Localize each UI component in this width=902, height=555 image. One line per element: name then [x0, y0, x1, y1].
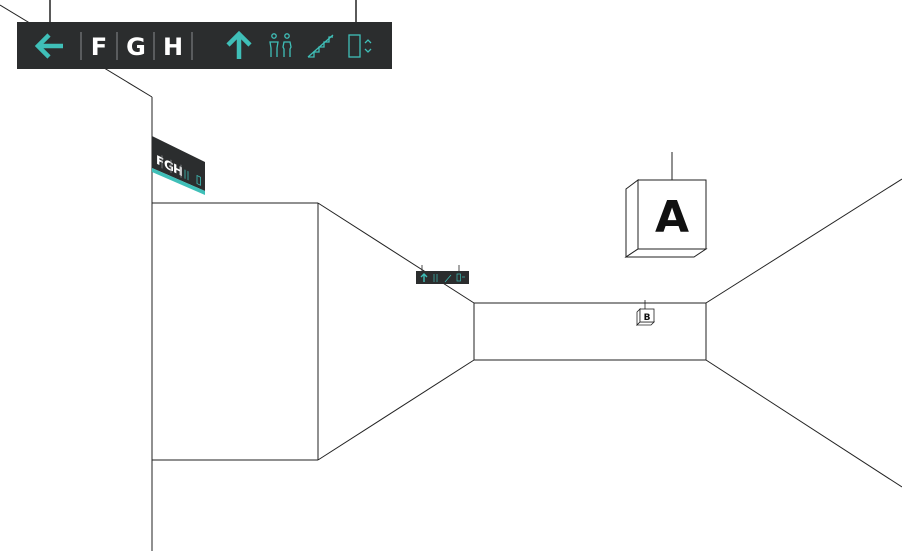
cube-letter-a: A [655, 192, 689, 243]
side-sign-board [152, 136, 205, 191]
arrow-left-icon [34, 33, 63, 59]
letter-separators [80, 32, 193, 60]
restroom-icon [433, 274, 438, 282]
far-end-wall [473, 302, 707, 361]
main-overhead-sign: F G H [17, 0, 392, 69]
elevator-icon [348, 34, 372, 58]
stairs-icon [307, 34, 334, 58]
ceiling-edge-mid [317, 202, 475, 304]
sign-letter-g: G [126, 33, 146, 61]
side-sign-accent-strip [152, 168, 205, 195]
side-sign-letter-f: F [156, 152, 164, 170]
corridor-walls [0, 4, 902, 551]
sign-letter-h: H [163, 33, 183, 61]
restroom-icon [184, 169, 189, 181]
cube-front-face [639, 308, 655, 323]
side-sign-letter-g: G [164, 156, 174, 175]
floor-edge-right [705, 359, 902, 488]
ceiling-edge-right [705, 178, 902, 304]
elevator-icon [196, 174, 201, 186]
arrow-up-icon [420, 273, 428, 282]
elevator-icon [456, 273, 461, 282]
cube-sign-a: A [624, 152, 708, 258]
floor-edge-left [317, 359, 475, 461]
cube-letter-b: B [644, 313, 651, 323]
cube-left-face [625, 179, 639, 258]
stairs-icon [444, 274, 452, 283]
cube-bottom-face [624, 248, 708, 258]
cube-sign-b: B [636, 300, 655, 326]
restroom-icon [269, 33, 292, 57]
distant-overhead-sign [416, 265, 469, 284]
arrow-up-icon [226, 30, 252, 59]
side-wall-sign: F G H [152, 136, 205, 195]
distant-sign-board [416, 271, 469, 284]
sign-letter-f: F [91, 33, 107, 61]
sign-board [17, 22, 392, 69]
side-sign-letter-h: H [173, 160, 183, 179]
cube-front-face [637, 179, 707, 250]
